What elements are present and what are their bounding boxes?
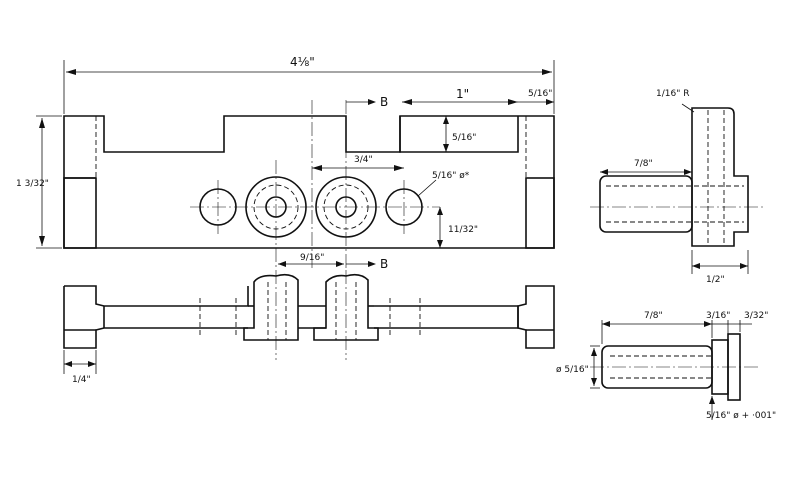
- svg-text:1/2": 1/2": [706, 275, 725, 285]
- svg-text:11/32": 11/32": [448, 225, 478, 235]
- dim-side-radius: 1/16" R: [656, 89, 695, 113]
- dim-height: 1 3/32": [16, 115, 62, 249]
- svg-text:1/16" R: 1/16" R: [656, 89, 689, 99]
- svg-text:5/16" ø*: 5/16" ø*: [432, 171, 470, 181]
- svg-text:1/4": 1/4": [72, 375, 91, 385]
- svg-text:B: B: [380, 257, 388, 271]
- dim-slot-depth: 5/16": [443, 116, 476, 152]
- dim-slot-width: 1": [402, 87, 518, 105]
- right-foot-block: [525, 177, 555, 249]
- dim-right-tab: 5/16": [518, 89, 554, 105]
- pin-left: [243, 273, 299, 341]
- pin-right: [313, 273, 379, 341]
- dim-pin-collar: 3/16": [706, 311, 730, 338]
- svg-text:7/8": 7/8": [644, 311, 663, 321]
- front-view: [63, 100, 555, 270]
- svg-text:ø 5/16": ø 5/16": [556, 365, 589, 375]
- dim-pin-fit: 5/16" ø + ·001": [706, 396, 776, 421]
- svg-text:3/4": 3/4": [354, 155, 373, 165]
- svg-text:1": 1": [456, 87, 469, 101]
- dim-hole-spacing: 3/4": [312, 155, 404, 171]
- left-foot-block: [63, 177, 97, 249]
- overall-length-label: 4⅛": [290, 55, 315, 69]
- dim-pin-head: 3/32": [728, 311, 768, 332]
- front-outline: [63, 115, 555, 249]
- pin-view: [590, 333, 758, 401]
- dim-overall: 4⅛": [63, 55, 555, 114]
- svg-text:1 3/32": 1 3/32": [16, 179, 49, 189]
- dim-pin-length: 7/8": [601, 311, 713, 344]
- svg-text:3/32": 3/32": [744, 311, 768, 321]
- plan-view: [63, 270, 555, 360]
- svg-text:5/16": 5/16": [452, 133, 476, 143]
- side-view: [590, 107, 764, 247]
- svg-text:9/16": 9/16": [300, 253, 324, 263]
- dim-bore-offset: 9/16" B: [278, 253, 388, 271]
- dim-side-width: 1/2": [691, 250, 749, 285]
- dim-hole-height: 11/32": [437, 207, 478, 248]
- section-marker-top: B: [346, 95, 388, 109]
- dim-left-step: 1/4": [63, 350, 97, 385]
- dim-pin-dia: ø 5/16": [556, 345, 600, 389]
- svg-text:3/16": 3/16": [706, 311, 730, 321]
- svg-text:7/8": 7/8": [634, 159, 653, 169]
- svg-text:B: B: [380, 95, 388, 109]
- dim-side-length: 7/8": [600, 159, 692, 175]
- dim-small-hole: 5/16" ø*: [417, 171, 470, 197]
- svg-text:5/16" ø + ·001": 5/16" ø + ·001": [706, 411, 776, 421]
- svg-text:5/16": 5/16": [528, 89, 552, 99]
